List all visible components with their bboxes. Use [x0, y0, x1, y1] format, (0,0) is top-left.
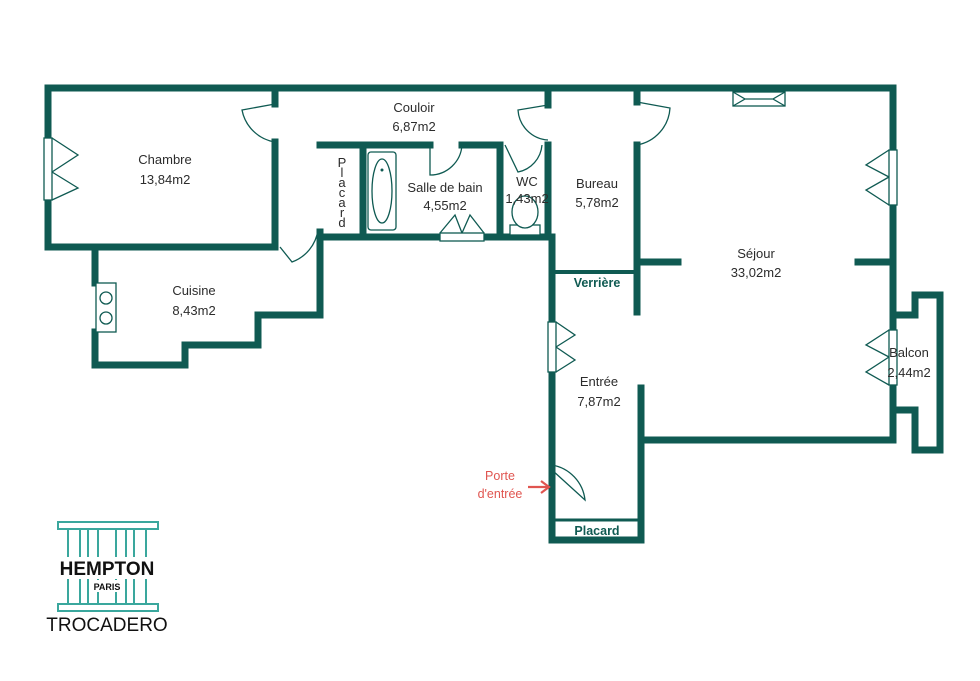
sejour-door	[636, 101, 671, 146]
logo-city: PARIS	[94, 582, 121, 592]
room-sejour-name: Séjour	[737, 246, 775, 261]
sdb-door	[429, 144, 463, 176]
room-sdb-name: Salle de bain	[407, 180, 482, 195]
entry-door	[551, 464, 586, 502]
logo-brand: HEMPTON	[60, 559, 155, 580]
entry-arrow-icon	[528, 480, 551, 494]
room-sejour-area: 33,02m2	[731, 265, 782, 280]
hempton-logo: HEMPTON PARIS TROCADERO	[46, 521, 168, 636]
room-cuisine-area: 8,43m2	[172, 303, 215, 318]
room-wc-name: WC	[516, 174, 538, 189]
windows	[43, 91, 898, 386]
logo-location: TROCADERO	[46, 615, 167, 636]
room-chambre-area: 13,84m2	[140, 172, 191, 187]
fixtures	[95, 151, 541, 333]
room-couloir-name: Couloir	[393, 100, 435, 115]
room-bureau-name: Bureau	[576, 176, 618, 191]
svg-text:a: a	[338, 175, 346, 190]
walls	[44, 84, 944, 544]
room-wc-area: 1,43m2	[505, 191, 548, 206]
room-labels: Couloir 6,87m2 Chambre 13,84m2 Salle de …	[138, 100, 930, 538]
room-sdb-area: 4,55m2	[423, 198, 466, 213]
room-entree-area: 7,87m2	[577, 394, 620, 409]
svg-text:c: c	[339, 185, 346, 200]
svg-text:a: a	[338, 195, 346, 210]
bureau-door	[517, 104, 549, 141]
placard-bottom-label: Placard	[574, 524, 619, 538]
room-entree-name: Entrée	[580, 374, 618, 389]
entry-label-line2: d'entrée	[478, 487, 523, 501]
room-balcon-name: Balcon	[889, 345, 929, 360]
room-bureau-area: 5,78m2	[575, 195, 618, 210]
doors	[241, 101, 671, 502]
chambre-door	[241, 103, 276, 143]
placard-vertical-label: P l a c a r d	[338, 155, 347, 230]
svg-text:d: d	[338, 215, 345, 230]
verriere-label: Verrière	[574, 276, 621, 290]
entry-label-line1: Porte	[485, 469, 515, 483]
wc-door	[504, 144, 543, 173]
room-chambre-name: Chambre	[138, 152, 191, 167]
cuisine-door	[279, 229, 319, 263]
room-balcon-area: 2,44m2	[887, 365, 930, 380]
room-cuisine-name: Cuisine	[172, 283, 215, 298]
svg-text:l: l	[341, 165, 344, 180]
room-couloir-area: 6,87m2	[392, 119, 435, 134]
svg-text:P: P	[338, 155, 347, 170]
svg-text:r: r	[340, 205, 345, 220]
